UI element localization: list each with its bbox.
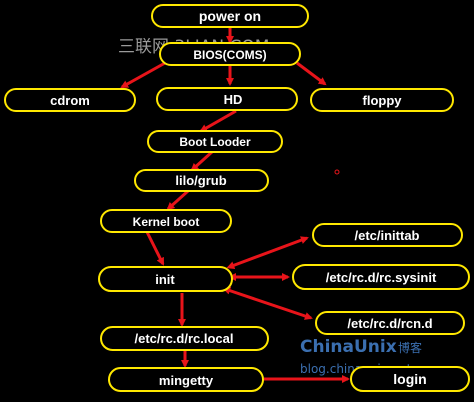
node-boot-loader: Boot Looder xyxy=(147,130,283,153)
node-init-label: init xyxy=(155,272,175,287)
decorative-dot xyxy=(334,169,340,175)
node-rc-local-label: /etc/rc.d/rc.local xyxy=(135,331,234,346)
node-inittab-label: /etc/inittab xyxy=(354,228,419,243)
edge-boot-loader-to-lilo xyxy=(190,149,215,172)
node-rcn-d: /etc/rc.d/rcn.d xyxy=(315,311,465,335)
edges xyxy=(120,25,350,383)
node-power-on-label: power on xyxy=(199,8,261,24)
node-rc-sysinit: /etc/rc.d/rc.sysinit xyxy=(292,264,470,290)
node-rc-local: /etc/rc.d/rc.local xyxy=(100,326,269,351)
edge-bios-to-floppy xyxy=(296,61,327,86)
node-init: init xyxy=(98,266,233,292)
node-mingetty-label: mingetty xyxy=(159,373,214,388)
node-rcn-d-label: /etc/rc.d/rcn.d xyxy=(347,316,432,331)
node-inittab: /etc/inittab xyxy=(312,223,463,247)
node-lilo-grub-label: lilo/grub xyxy=(175,173,226,188)
node-boot-loader-label: Boot Looder xyxy=(179,135,251,149)
node-lilo-grub: lilo/grub xyxy=(134,169,269,192)
node-kernel-boot: Kernel boot xyxy=(100,209,232,233)
node-login-label: login xyxy=(393,371,426,387)
node-bios: BIOS(COMS) xyxy=(159,42,301,66)
edge-lilo-to-kernel xyxy=(166,189,190,211)
edge-hd-to-boot-loader xyxy=(199,109,237,133)
node-rc-sysinit-label: /etc/rc.d/rc.sysinit xyxy=(326,270,437,285)
node-kernel-boot-label: Kernel boot xyxy=(133,215,200,229)
edge-kernel-to-init xyxy=(145,231,165,266)
brand-suffix-watermark: 博客 xyxy=(398,340,422,355)
brand-watermark: ChinaUnix xyxy=(300,337,397,357)
edge-init-rcn-d xyxy=(222,286,313,320)
node-hd: HD xyxy=(156,87,298,111)
node-hd-label: HD xyxy=(224,92,243,107)
node-floppy-label: floppy xyxy=(363,93,403,108)
edge-bios-to-cdrom xyxy=(120,61,166,89)
node-cdrom-label: cdrom xyxy=(50,93,90,108)
node-login: login xyxy=(350,366,470,392)
node-floppy: floppy xyxy=(310,88,454,112)
node-mingetty: mingetty xyxy=(108,367,264,392)
edge-init-inittab xyxy=(226,236,309,270)
node-bios-label: BIOS(COMS) xyxy=(193,48,266,62)
node-power-on: power on xyxy=(151,4,309,28)
node-cdrom: cdrom xyxy=(4,88,136,112)
